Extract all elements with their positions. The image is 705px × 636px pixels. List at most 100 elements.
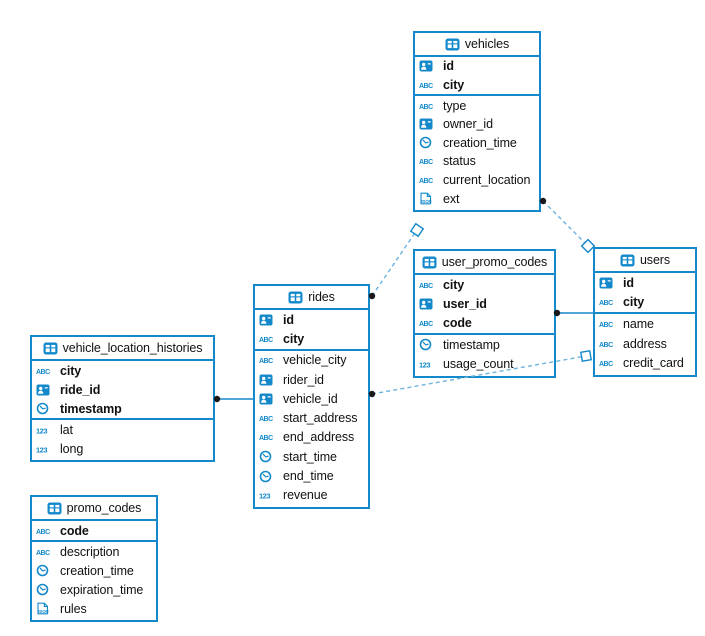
table-field-row[interactable]: 123 lat	[32, 420, 213, 439]
table-field-row[interactable]: timestamp	[32, 399, 213, 418]
time-type-icon	[36, 402, 56, 415]
relation-diamond-marker	[579, 349, 593, 363]
relation-user_promo_codes-to-users[interactable]	[553, 309, 593, 317]
table-field-row[interactable]: creation_time	[415, 134, 539, 153]
table-field-row[interactable]: timestamp	[415, 335, 554, 354]
table-header[interactable]: user_promo_codes	[415, 251, 554, 275]
table-field-row[interactable]: ABC type	[415, 96, 539, 115]
table-user_promo_codes[interactable]: user_promo_codes ABC city user_id ABC co…	[413, 249, 556, 378]
relation-rides-to-users[interactable]	[368, 349, 593, 398]
table-field-row[interactable]: ABC current_location	[415, 171, 539, 190]
table-field-row[interactable]: ABC code	[415, 314, 554, 333]
table-header[interactable]: vehicle_location_histories	[32, 337, 213, 361]
relation-vehicles-to-users[interactable]	[539, 197, 596, 254]
field-name: timestamp	[443, 337, 500, 352]
table-field-row[interactable]: id	[255, 310, 368, 329]
table-field-row[interactable]: 123 usage_count	[415, 355, 554, 374]
table-field-row[interactable]: expiration_time	[32, 580, 156, 599]
svg-text:JSON: JSON	[420, 199, 431, 204]
table-users[interactable]: users id ABC city ABC name ABC address A…	[593, 247, 697, 377]
table-field-row[interactable]: ABC end_address	[255, 428, 368, 447]
relation-diamond-marker	[409, 222, 425, 238]
table-field-row[interactable]: ABC city	[415, 76, 539, 95]
table-field-row[interactable]: user_id	[415, 294, 554, 313]
field-name: usage_count	[443, 357, 514, 372]
table-field-row[interactable]: 123 revenue	[255, 486, 368, 505]
table-field-row[interactable]: ABC city	[255, 329, 368, 348]
field-name: id	[443, 59, 454, 74]
time-type-icon	[259, 470, 279, 483]
table-field-row[interactable]: ABC name	[595, 314, 695, 334]
table-field-row[interactable]: ABC credit_card	[595, 353, 695, 373]
table-field-row[interactable]: start_time	[255, 447, 368, 466]
table-header[interactable]: vehicles	[415, 33, 539, 57]
field-name: current_location	[443, 173, 531, 188]
primary-key-section: id ABC city	[415, 57, 539, 97]
field-name: credit_card	[623, 356, 684, 371]
table-field-row[interactable]: vehicle_id	[255, 389, 368, 408]
table-field-row[interactable]: id	[415, 57, 539, 76]
table-field-row[interactable]: ABC start_address	[255, 408, 368, 427]
relation-vehicle_location_histories-to-rides[interactable]	[213, 395, 253, 403]
table-vehicle_location_histories[interactable]: vehicle_location_histories ABC city ride…	[30, 335, 215, 462]
table-field-row[interactable]: owner_id	[415, 115, 539, 134]
field-name: name	[623, 316, 654, 331]
uuid-type-icon	[36, 384, 56, 396]
table-field-row[interactable]: ABC status	[415, 152, 539, 171]
field-name: owner_id	[443, 117, 493, 132]
field-name: ext	[443, 191, 460, 206]
table-field-row[interactable]: ABC code	[32, 521, 156, 540]
field-name: description	[60, 544, 120, 559]
table-field-row[interactable]: ABC description	[32, 542, 156, 561]
primary-key-section: ABC city ride_id timestamp	[32, 361, 213, 420]
svg-text:ABC: ABC	[419, 283, 433, 290]
relation-dot-marker	[368, 292, 376, 300]
string-type-icon: ABC	[599, 357, 619, 369]
table-field-row[interactable]: ABC address	[595, 334, 695, 354]
svg-text:ABC: ABC	[599, 300, 613, 307]
relation-dot-marker	[539, 197, 547, 205]
relation-line	[371, 229, 418, 297]
relation-dot-marker	[213, 395, 221, 403]
string-type-icon: ABC	[259, 431, 279, 443]
table-header[interactable]: promo_codes	[32, 497, 156, 521]
table-field-row[interactable]: JSON ext	[415, 189, 539, 208]
table-field-row[interactable]: creation_time	[32, 561, 156, 580]
uuid-type-icon	[259, 374, 279, 386]
number-type-icon: 123	[36, 443, 56, 455]
table-field-row[interactable]: end_time	[255, 466, 368, 485]
table-field-row[interactable]: ABC city	[32, 361, 213, 380]
table-field-row[interactable]: ABC city	[595, 293, 695, 313]
field-name: address	[623, 336, 667, 351]
table-field-row[interactable]: JSON rules	[32, 599, 156, 618]
table-title: users	[639, 253, 671, 267]
json-type-icon: JSON	[419, 192, 439, 205]
table-rides[interactable]: rides id ABC city ABC vehicle_city rider…	[253, 284, 370, 509]
table-icon	[288, 291, 303, 304]
table-vehicles[interactable]: vehicles id ABC city ABC type owner_id c…	[413, 31, 541, 212]
table-title: vehicle_location_histories	[62, 341, 203, 355]
svg-text:ABC: ABC	[419, 83, 433, 90]
string-type-icon: ABC	[599, 338, 619, 350]
string-type-icon: ABC	[599, 296, 619, 308]
table-header[interactable]: rides	[255, 286, 368, 310]
table-field-row[interactable]: ABC vehicle_city	[255, 351, 368, 370]
svg-text:ABC: ABC	[599, 361, 613, 368]
primary-key-section: ABC code	[32, 521, 156, 542]
svg-text:ABC: ABC	[259, 358, 273, 365]
table-field-row[interactable]: ABC city	[415, 275, 554, 294]
table-header[interactable]: users	[595, 249, 695, 273]
table-field-row[interactable]: rider_id	[255, 370, 368, 389]
string-type-icon: ABC	[259, 333, 279, 345]
table-promo_codes[interactable]: promo_codes ABC code ABC description cre…	[30, 495, 158, 622]
table-field-row[interactable]: 123 long	[32, 439, 213, 458]
field-name: code	[60, 523, 89, 538]
relation-rides-to-vehicles[interactable]	[368, 222, 425, 300]
uuid-type-icon	[259, 393, 279, 405]
number-type-icon: 123	[259, 489, 279, 501]
table-field-row[interactable]: ride_id	[32, 380, 213, 399]
table-field-row[interactable]: id	[595, 273, 695, 293]
svg-text:ABC: ABC	[419, 178, 433, 185]
fields-section: ABC vehicle_city rider_id vehicle_id ABC…	[255, 351, 368, 505]
time-type-icon	[259, 450, 279, 463]
